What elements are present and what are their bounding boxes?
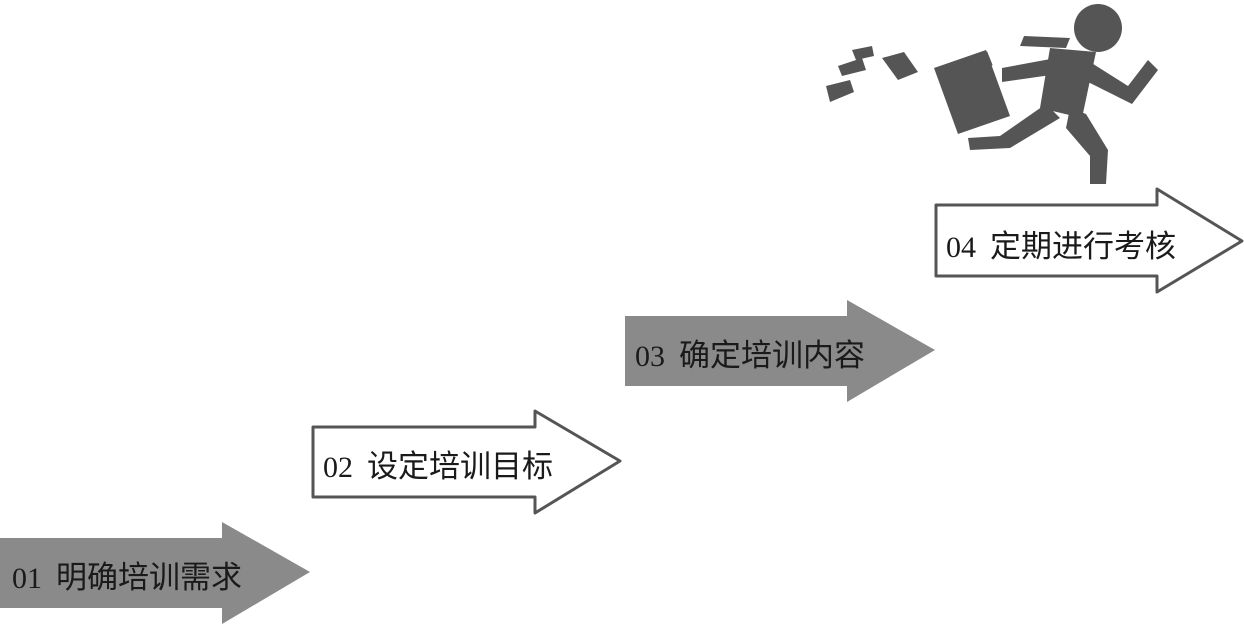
step-number: 01	[12, 562, 42, 595]
step-01: 01 明确培训需求	[12, 552, 242, 597]
step-04: 04 定期进行考核	[946, 221, 1176, 266]
step-label: 设定培训目标	[367, 449, 553, 485]
step-arrow-03	[625, 300, 935, 402]
step-02: 02 设定培训目标	[323, 441, 553, 486]
step-arrow-01	[0, 522, 310, 624]
step-label: 明确培训需求	[56, 560, 242, 596]
step-number: 04	[946, 231, 976, 264]
step-number: 02	[323, 451, 353, 484]
step-arrow-04	[934, 187, 1244, 294]
running-businessman-icon	[826, 4, 1158, 184]
step-arrow-02	[311, 409, 622, 515]
step-number: 03	[635, 340, 665, 373]
step-label: 定期进行考核	[990, 229, 1176, 265]
step-03: 03 确定培训内容	[635, 330, 865, 375]
step-label: 确定培训内容	[679, 338, 865, 374]
